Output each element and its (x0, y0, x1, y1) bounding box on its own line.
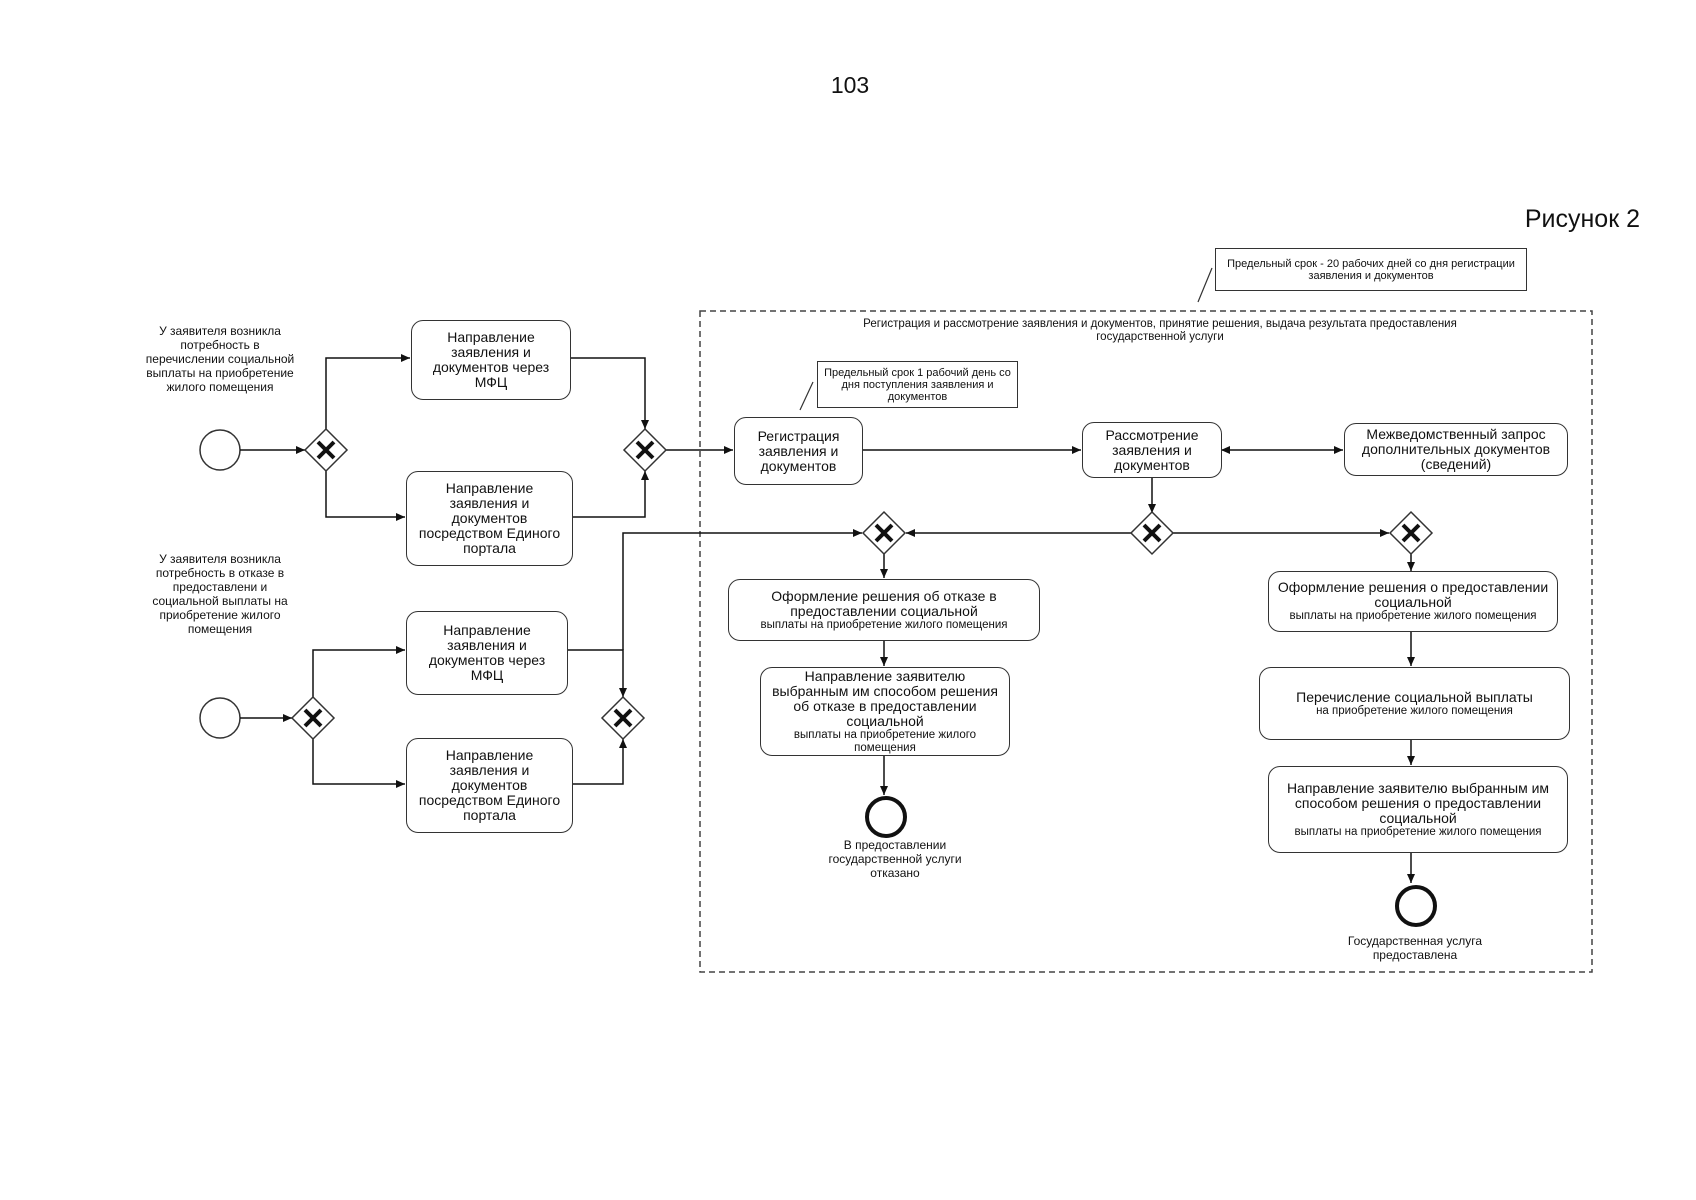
gateway-grant (1388, 510, 1434, 556)
start-label-payment: У заявителя возникла потребность в переч… (145, 324, 295, 394)
task-submit-mfc-2: Направление заявления и документов через… (406, 611, 568, 695)
gateway-merge-bottom (600, 695, 646, 741)
task-review: Рассмотрение заявления и документов (1082, 422, 1222, 478)
task-refusal-decision-main: Оформление решения об отказе в предостав… (771, 587, 997, 619)
process-lane (699, 310, 1593, 973)
task-refusal-decision-small: выплаты на приобретение жилого помещения (760, 618, 1008, 631)
task-submit-portal-2: Направление заявления и документов посре… (406, 738, 573, 833)
task-submit-portal-1: Направление заявления и документов посре… (406, 471, 573, 566)
gateway-merge-top (622, 427, 668, 473)
task-grant-decision-main: Оформление решения о предоставлении соци… (1277, 579, 1549, 610)
flow-line (312, 646, 405, 697)
page-number: 103 (830, 72, 870, 98)
flow-line (325, 471, 405, 521)
task-grant-send-main: Направление заявителю выбранным им спосо… (1286, 779, 1550, 826)
task-refusal-send-small: выплаты на приобретение жилого помещения (793, 728, 977, 754)
flow-line (312, 739, 405, 788)
annotation-line-registration (799, 381, 814, 411)
task-refusal-send: Направление заявителю выбранным им спосо… (760, 667, 1010, 756)
annotation-deadline-total: Предельный срок - 20 рабочих дней со дня… (1215, 248, 1527, 291)
task-grant-decision: Оформление решения о предоставлении соци… (1268, 571, 1558, 632)
end-event-granted (1395, 885, 1437, 927)
gateway-review-decision (1129, 510, 1175, 556)
figure-label: Рисунок 2 (1524, 205, 1640, 233)
end-label-granted: Государственная услуга предоставлена (1347, 934, 1483, 962)
flow-line (570, 357, 649, 429)
flow-line (622, 529, 862, 650)
flow-line (568, 649, 627, 697)
task-payment-small: на приобретение жилого помещения (1316, 704, 1513, 717)
flow-line (325, 354, 410, 429)
gateway-split-top (303, 427, 349, 473)
task-payment-main: Перечисление социальной выплаты (1296, 688, 1533, 705)
flow-line (572, 471, 649, 518)
task-submit-mfc-1: Направление заявления и документов через… (411, 320, 571, 400)
task-interagency-request: Межведомственный запрос дополнительных д… (1344, 423, 1568, 476)
start-event-refusal (199, 697, 241, 739)
task-grant-decision-small: выплаты на приобретение жилого помещения (1289, 610, 1537, 622)
task-registration: Регистрация заявления и документов (734, 417, 863, 485)
task-refusal-send-main: Направление заявителю выбранным им спосо… (772, 667, 998, 729)
task-grant-send: Направление заявителю выбранным им спосо… (1268, 766, 1568, 853)
task-payment: Перечисление социальной выплаты на приоб… (1259, 667, 1570, 740)
start-label-refusal: У заявителя возникла потребность в отказ… (152, 552, 288, 636)
gateway-split-bottom (290, 695, 336, 741)
task-refusal-decision: Оформление решения об отказе в предостав… (728, 579, 1040, 641)
flow-line (572, 739, 627, 785)
gateway-refusal (861, 510, 907, 556)
annotation-deadline-registration: Предельный срок 1 рабочий день со дня по… (817, 361, 1018, 408)
end-label-refused: В предоставлении государственной услуги … (828, 838, 962, 880)
start-event-payment (199, 429, 241, 471)
lane-title: Регистрация и рассмотрение заявления и д… (863, 318, 1457, 343)
annotation-line-total (1197, 267, 1213, 303)
task-grant-send-small: выплаты на приобретение жилого помещения (1294, 825, 1542, 838)
end-event-refused (865, 796, 907, 838)
